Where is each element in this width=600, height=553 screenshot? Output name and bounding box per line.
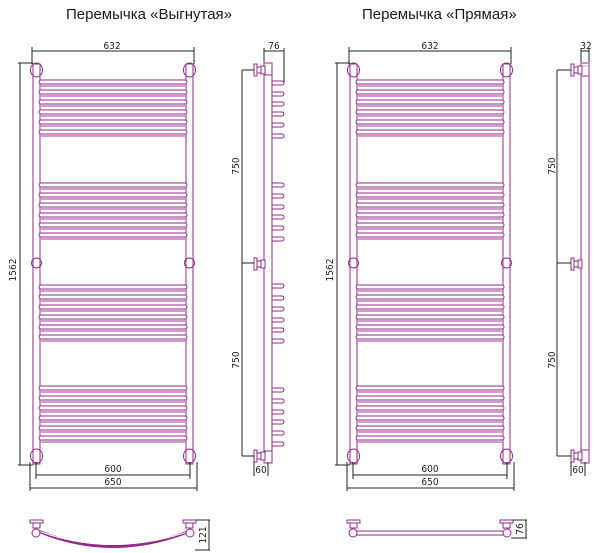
dim-bottom-outer-left: 650 bbox=[104, 477, 121, 488]
dim-mount-lower-right: 750 bbox=[547, 351, 558, 368]
dim-mount-upper-right: 750 bbox=[547, 157, 558, 174]
dim-top-width-left: 632 bbox=[103, 41, 120, 52]
front-view-curved bbox=[31, 63, 196, 464]
dim-bottom-inner-left: 600 bbox=[104, 464, 121, 475]
front-view-straight bbox=[348, 63, 513, 464]
dim-top-width-right: 632 bbox=[421, 41, 438, 52]
dim-depth-left: 76 bbox=[268, 41, 280, 52]
side-view-curved bbox=[253, 62, 285, 464]
plan-dim-left bbox=[195, 519, 210, 551]
dim-plan-depth-right: 76 bbox=[515, 523, 526, 535]
dim-plan-depth-left: 121 bbox=[198, 526, 209, 543]
dimension-lines-left bbox=[18, 47, 198, 491]
plan-view-straight bbox=[346, 519, 514, 538]
title-curved-jumper: Перемычка «Выгнутая» bbox=[66, 6, 233, 23]
dim-height-left: 1562 bbox=[8, 259, 19, 282]
dim-height-right: 1562 bbox=[325, 259, 336, 282]
dim-bottom-outer-right: 650 bbox=[421, 477, 438, 488]
side-dimension-lines-left bbox=[241, 48, 285, 476]
side-dimension-lines-right bbox=[556, 48, 590, 476]
dim-wall-offset-right: 60 bbox=[572, 465, 584, 476]
plan-view-curved bbox=[29, 519, 197, 548]
dimension-lines-right bbox=[335, 47, 515, 491]
title-straight-jumper: Перемычка «Прямая» bbox=[362, 6, 517, 23]
plan-dim-right bbox=[511, 519, 527, 539]
dim-depth-right: 32 bbox=[580, 41, 591, 52]
dim-wall-offset-left: 60 bbox=[255, 465, 267, 476]
dim-mount-upper-left: 750 bbox=[231, 157, 242, 174]
dim-mount-lower-left: 750 bbox=[231, 351, 242, 368]
dim-bottom-inner-right: 600 bbox=[421, 464, 438, 475]
side-view-straight bbox=[570, 62, 590, 464]
